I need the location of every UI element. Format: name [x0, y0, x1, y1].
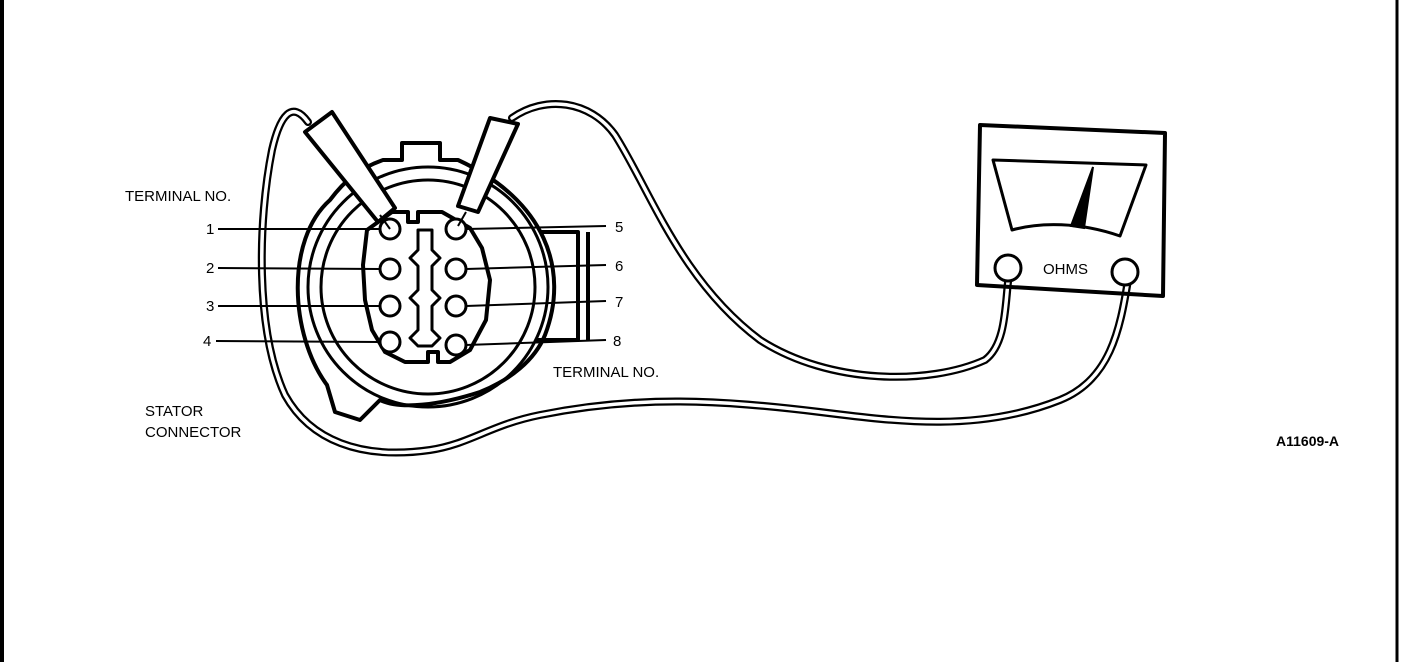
terminal-pin-5	[444, 217, 468, 241]
terminal-pin-3	[378, 294, 402, 318]
terminal-pin-8	[444, 333, 468, 357]
terminal-label-4: 4	[203, 333, 211, 350]
terminal-pin-2	[378, 257, 402, 281]
right-lead-wire	[508, 99, 1012, 381]
right-test-probe	[456, 116, 520, 227]
left-lead-wire	[257, 107, 1132, 457]
terminal-label-2: 2	[206, 260, 214, 277]
terminal-label-7: 7	[615, 294, 623, 311]
terminal-label-5: 5	[615, 219, 623, 236]
terminal-label-3: 3	[206, 298, 214, 315]
left-test-probe	[303, 110, 397, 230]
terminal-no-label-right: TERMINAL NO.	[553, 364, 659, 381]
terminal-pin-4	[378, 330, 402, 354]
ohmmeter	[975, 123, 1167, 298]
stator-connector-label-line1: STATOR	[145, 403, 204, 420]
terminal-pin-6	[444, 257, 468, 281]
terminal-label-1: 1	[206, 221, 214, 238]
terminal-leader-lines	[215, 225, 607, 346]
ohms-label: OHMS	[1043, 261, 1088, 278]
stator-connector	[295, 141, 590, 422]
terminal-label-6: 6	[615, 258, 623, 275]
meter-right-terminal	[1110, 257, 1140, 287]
terminal-pin-7	[444, 294, 468, 318]
figure-id: A11609-A	[1276, 433, 1339, 449]
terminal-no-label-left: TERMINAL NO.	[125, 188, 231, 205]
meter-needle	[1069, 166, 1094, 230]
stator-connector-label-line2: CONNECTOR	[145, 424, 242, 441]
meter-left-terminal	[993, 253, 1023, 283]
terminal-label-8: 8	[613, 333, 621, 350]
